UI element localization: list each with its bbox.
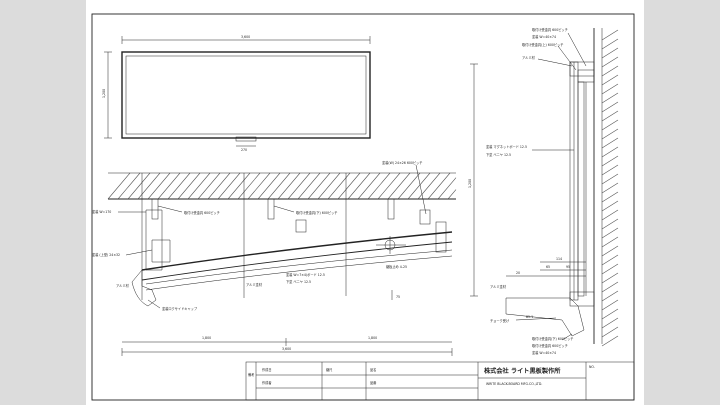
svg-text:取付け受金具(上) 600ピッチ: 取付け受金具(上) 600ピッチ — [522, 42, 563, 47]
svg-text:塗装 マグネットボード 12.5: 塗装 マグネットボード 12.5 — [486, 144, 527, 149]
board-curve-outer — [141, 231, 453, 271]
elevation-width-dim: 3,600 — [241, 35, 250, 39]
svg-text:3,600: 3,600 — [282, 347, 291, 351]
svg-text:1,200: 1,200 — [468, 179, 472, 188]
svg-text:下塗 ベニヤ 12.5: 下塗 ベニヤ 12.5 — [486, 152, 511, 157]
svg-text:塗装 (上型) 24×32: 塗装 (上型) 24×32 — [92, 252, 120, 257]
svg-text:アルミ塗材: アルミ塗材 — [246, 282, 263, 287]
board-outline — [121, 51, 371, 139]
drawing-sheet: 3,600 1,200 270 — [86, 0, 644, 405]
svg-text:塗装 W=7×4(ボード 12.5: 塗装 W=7×4(ボード 12.5 — [286, 272, 325, 277]
tray-dim: 270 — [241, 148, 247, 152]
svg-text:チョーク受け: チョーク受け — [490, 318, 509, 323]
svg-text:取付け受金具 600ピッチ: 取付け受金具 600ピッチ — [532, 343, 568, 348]
svg-text:塗装(W) 24×26 600ピッチ: 塗装(W) 24×26 600ピッチ — [382, 160, 422, 165]
company-name-en: WRITE BLACK-BOARD MFG.CO.,LTD. — [486, 382, 542, 386]
svg-text:75: 75 — [396, 295, 400, 299]
company-name: 株式会社 ライト黒板製作所 — [484, 367, 561, 375]
svg-text:1,800: 1,800 — [202, 336, 211, 340]
technical-drawing: 3,600 1,200 270 — [91, 13, 635, 401]
wall-hatching — [601, 29, 619, 347]
svg-text:塗装ロクサイドキャップ: 塗装ロクサイドキャップ — [162, 306, 198, 311]
svg-text:114: 114 — [556, 257, 562, 261]
svg-text:85.1: 85.1 — [526, 315, 533, 319]
svg-text:取付け受金具(下) 600ピッチ: 取付け受金具(下) 600ピッチ — [296, 210, 337, 215]
side-section: 1,200 114 65 95 20 85.1 取付け受金具 600ピッチ 塗装… — [468, 27, 619, 355]
svg-text:品番: 品番 — [370, 380, 377, 385]
svg-text:取付け受金具 600ピッチ: 取付け受金具 600ピッチ — [184, 210, 220, 215]
svg-text:1,800: 1,800 — [368, 336, 377, 340]
svg-text:20: 20 — [516, 271, 520, 275]
svg-text:作成日: 作成日 — [262, 367, 272, 372]
svg-text:作成者: 作成者 — [262, 380, 272, 385]
svg-text:縮尺: 縮尺 — [326, 367, 333, 372]
svg-text:アルミ塗材: アルミ塗材 — [490, 284, 507, 289]
end-cap — [131, 269, 157, 307]
svg-text:95: 95 — [566, 265, 570, 269]
svg-text:取付け受金具 600ピッチ: 取付け受金具 600ピッチ — [532, 27, 568, 32]
svg-text:塗装 W=40×74: 塗装 W=40×74 — [532, 34, 556, 39]
board-curve-inner — [141, 241, 453, 281]
remarks-label: 備考 — [248, 372, 254, 377]
slab-hatching — [107, 172, 457, 200]
svg-text:品名: 品名 — [370, 367, 376, 372]
chalk-tray — [235, 136, 257, 142]
svg-text:塗装 W=40×74: 塗装 W=40×74 — [532, 350, 556, 355]
svg-text:継板止め 4-25: 継板止め 4-25 — [386, 264, 407, 269]
chalk-tray-section — [505, 297, 585, 337]
svg-text:65: 65 — [546, 265, 550, 269]
svg-text:アルミ材: アルミ材 — [522, 55, 536, 60]
board-surface — [125, 55, 367, 135]
svg-text:取付け受金具(下) 600ピッチ: 取付け受金具(下) 600ピッチ — [532, 336, 573, 341]
title-block: 備考 作成日 作成者 縮尺 品名 品番 株式会社 ライト黒板製作所 WRITE … — [245, 361, 635, 401]
front-elevation: 3,600 1,200 270 — [102, 35, 371, 152]
svg-text:NO.: NO. — [589, 365, 595, 369]
plan-section: 塗装 W=170 取付け受金具 600ピッチ 取付け受金具(下) 600ピッチ … — [92, 160, 457, 356]
elevation-height-dim: 1,200 — [102, 89, 106, 98]
svg-text:下塗 ベニヤ 12.5: 下塗 ベニヤ 12.5 — [286, 279, 311, 284]
svg-text:アルミ材: アルミ材 — [116, 283, 130, 288]
label-paint-w170: 塗装 W=170 — [92, 209, 111, 214]
